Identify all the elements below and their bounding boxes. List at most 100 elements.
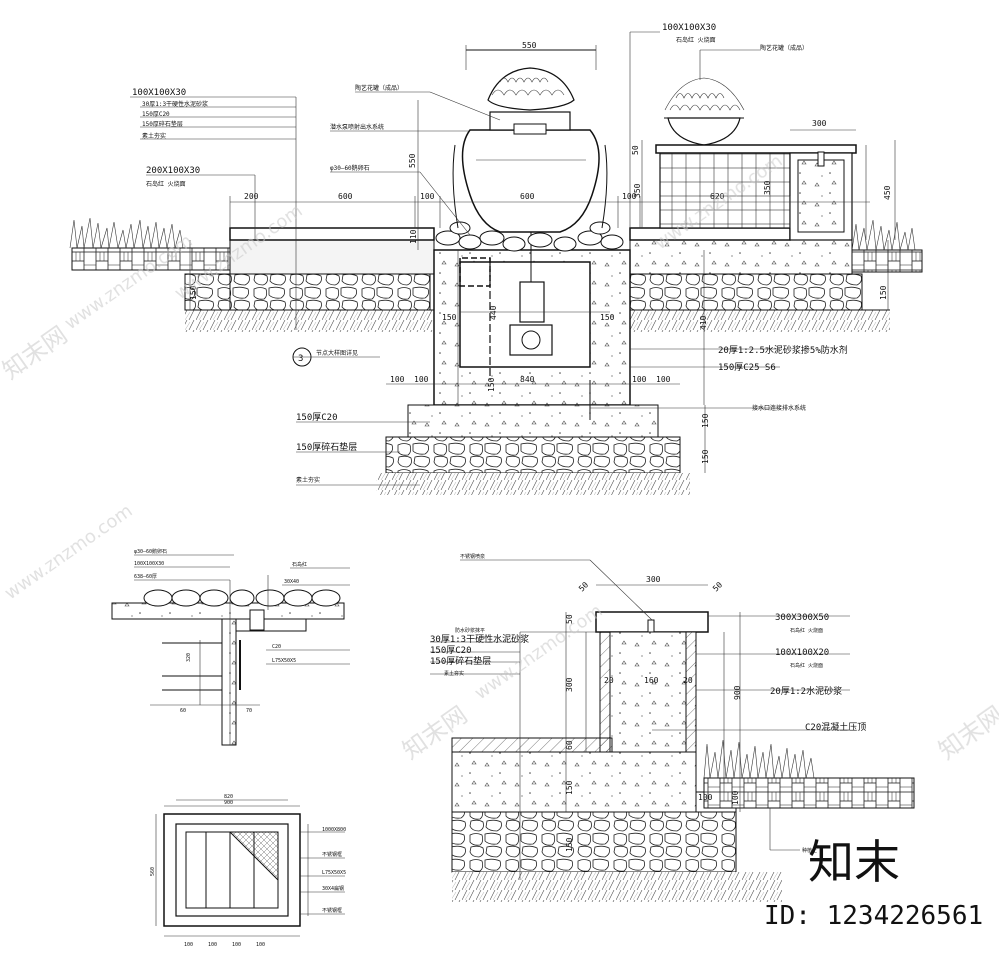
detail-b-label-steel: 不锈钢框 [322,851,342,858]
dim-text: 20 [683,676,693,685]
dim-text: 100 [420,192,435,201]
dim-text: 60 [180,708,186,714]
gravel-layer-left [229,273,431,311]
detail-b-label-flat-bar: 30X4扁钢 [322,885,344,892]
dim-text: 100 [414,375,429,384]
dim-text: 70 [246,708,252,714]
detail-c-label-c20: 150厚C20 [430,645,472,656]
dim-text: 150 [487,377,496,392]
dim-text: 100 [184,942,193,948]
label-c25-concrete: 150厚C25 S6 [718,362,776,373]
detail-b-label-frame: 1000X800 [322,827,346,833]
dim-text: 100 [208,942,217,948]
dim-text: 450 [883,185,892,200]
main-leaders [130,31,780,486]
detail-c-label-waterproof: 防水砂浆抹平 [455,627,485,634]
dim-text: 60 [565,740,574,750]
dim-text: 20 [604,676,614,685]
dim-text: 300 [646,575,661,584]
detail-a-label-red-granite: 石岛红 [292,561,307,568]
detail-c-label-mortar: 20厚1:2水泥砂浆 [770,685,842,697]
detail-c-label-planting-soil: 种植土 [802,847,817,854]
dim-text: 100 [622,192,637,201]
detail-c-label-dry-mortar: 30厚1:3干硬性水泥砂浆 [430,633,529,645]
dim-text: 440 [489,305,498,320]
watermark-brand: 知末 [808,835,900,889]
detail-a-label-stone: 100X100X30 [134,561,164,567]
dim-text: 320 [186,653,192,662]
dim-text: 350 [633,183,642,198]
dim-text: 50 [711,580,724,593]
label-coping-stone: 100X100X30 [662,23,716,33]
dim-text: 150 [701,413,710,428]
label-base-soil: 素土夯实 [296,476,320,484]
watermark-site-text: 知末网 [0,321,72,385]
dim-text: 550 [408,153,417,168]
soil-right [630,310,890,332]
dim-text: 50 [631,145,640,155]
dim-text: 900 [224,800,233,806]
dim-text: 600 [338,192,353,201]
detail-wall-section: 不锈钢喷泉 300X300X50 石岛红 火烧面 100X100X20 石岛红 … [430,553,915,902]
dim-text: 150 [565,780,574,795]
dim-text: 100 [390,375,405,384]
dim-text: 100 [256,942,265,948]
callout-number: 3 [298,354,303,364]
main-section: 100X100X30 30厚1:3干硬性水泥砂浆 150厚C20 150厚碎石垫… [69,23,923,495]
dim-text: 150 [879,285,888,300]
dim-text: 840 [520,375,535,384]
dim-text: 300 [812,119,827,128]
dim-text: 350 [763,180,772,195]
dim-text: 50 [577,580,590,593]
label-coping-finish: 石岛红 火烧面 [676,36,716,44]
callout-text: 节点大样图详见 [316,349,358,357]
label-drain-outlet: 接水口连接排水系统 [752,404,806,412]
small-planter-vase [664,77,745,152]
detail-c-label-cladding-finish: 石岛红 火烧面 [790,662,823,669]
detail-grate-plan: 900 820 100 100 100 100 560 1000X800 不锈钢… [150,794,346,948]
dim-text: 820 [224,794,233,800]
dim-text: 110 [409,229,418,244]
detail-b-label-frame-2: 不锈钢框 [322,907,342,914]
detail-b-label-angle: L75X50X5 [322,870,346,876]
detail-a-label-pebbles: φ30—60鹅卵石 [134,548,167,555]
dim-text: 150 [442,313,457,322]
pebbles-ring [435,221,624,252]
gravel-layer-right [629,273,863,311]
dim-text: 150 [600,313,615,322]
detail-a-label-flat-bar: 30X40 [284,579,299,585]
detail-c-label-spout: 不锈钢喷泉 [460,553,485,560]
watermark-id: ID: 1234226561 [764,901,983,931]
dim-text: 100 [656,375,671,384]
watermark-site-text-3: 知末网 [933,701,999,765]
detail-edge-section: φ30—60鹅卵石 100X100X30 638—60厚 石岛红 30X40 L… [111,548,350,746]
dim-text: 100 [632,375,647,384]
dim-text: 560 [150,867,156,876]
watermark-url-text-2: www.znzmo.com [1,500,137,604]
label-small-vase: 陶艺花罐（成品） [760,44,808,52]
detail-c-label-gravel: 150厚碎石垫层 [430,655,491,667]
main-dimensions [189,45,896,473]
dim-text: 300 [565,677,574,692]
label-gravel: 150厚碎石垫层 [142,120,183,128]
detail-c-label-coping-finish: 石岛红 火烧面 [790,627,823,634]
label-curb-stone: 200X100X30 [146,166,200,176]
label-base-gravel: 150厚碎石垫层 [296,441,357,453]
dim-text: 100 [698,793,713,802]
large-planter-vase [452,67,608,233]
label-curb-finish: 石岛红 火烧面 [146,180,186,188]
detail-c-label-coping: 300X300X50 [775,613,829,623]
dim-text: 150 [565,837,574,852]
dim-text: 200 [244,192,259,201]
detail-a-label-thickness: 638—60厚 [134,574,157,580]
detail-c-label-soil: 素土夯实 [444,670,464,677]
soil-left [185,310,435,332]
dim-text: 160 [644,676,659,685]
dim-text: 600 [520,192,535,201]
paving-slab-left [229,227,435,241]
detail-a-label-concrete: C20 [272,644,281,650]
dim-text: 150 [701,449,710,464]
label-base-concrete: 150厚C20 [296,412,338,423]
